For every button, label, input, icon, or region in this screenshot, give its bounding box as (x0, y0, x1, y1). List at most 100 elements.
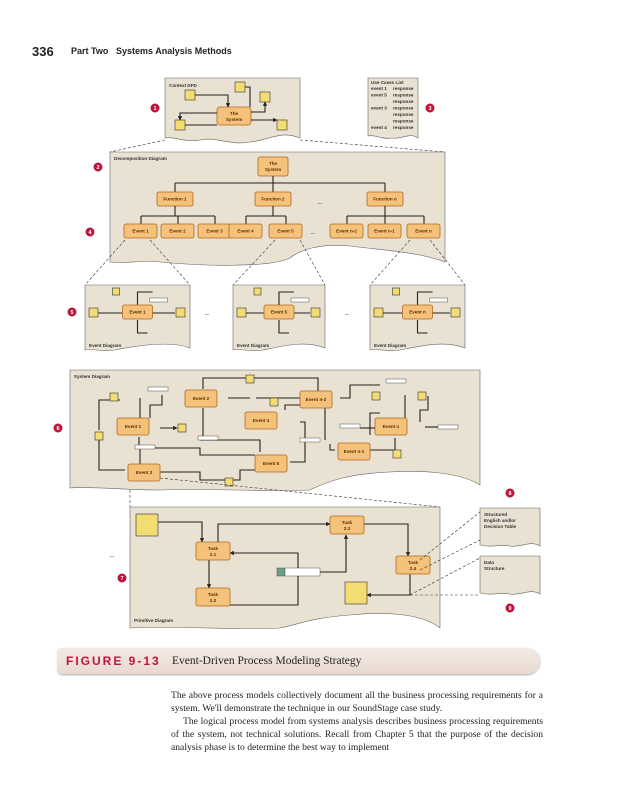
event-node: Event n (374, 417, 408, 436)
svg-text:Event 5: Event 5 (271, 310, 288, 315)
svg-text:The: The (230, 111, 239, 116)
event-node: Event 1 (116, 417, 150, 436)
figure-caption: FIGURE 9-13 Event-Driven Process Modelin… (58, 648, 540, 674)
svg-text:2.1: 2.1 (210, 552, 217, 557)
svg-text:Event 3: Event 3 (136, 470, 153, 475)
callout-marker: 4 (85, 227, 95, 237)
svg-text:...: ... (345, 311, 349, 316)
svg-text:7: 7 (120, 576, 123, 582)
event-driven-process-modeling-figure: Context DFD The System Use Cases List ev… (53, 77, 541, 629)
svg-text:Event 5: Event 5 (277, 229, 294, 234)
use-case-response: response (393, 106, 414, 111)
svg-text:8: 8 (508, 491, 511, 497)
svg-text:The: The (269, 161, 278, 166)
svg-text:Event n-2: Event n-2 (306, 397, 327, 402)
svg-text:1: 1 (153, 106, 156, 112)
svg-text:Event n-2: Event n-2 (336, 229, 357, 234)
svg-text:6: 6 (56, 426, 59, 432)
event-node: Event n (406, 223, 441, 239)
paragraph: The logical process model from systems a… (171, 716, 543, 753)
svg-text:Function 2: Function 2 (261, 197, 285, 202)
svg-text:Function n: Function n (373, 197, 397, 202)
use-case-response: response (393, 86, 414, 91)
event-node: Event 4 (244, 411, 278, 430)
svg-text:Task: Task (208, 546, 219, 551)
svg-text:Task: Task (208, 592, 219, 597)
svg-text:Event n: Event n (409, 310, 426, 315)
svg-text:Event 5: Event 5 (263, 461, 280, 466)
svg-text:Use Cases List: Use Cases List (371, 80, 404, 85)
use-case-event: event 1 (371, 86, 387, 91)
svg-text:3: 3 (428, 106, 431, 112)
event-node: Event n-2 (329, 223, 364, 239)
svg-text:Event n: Event n (383, 424, 400, 429)
svg-text:2.4: 2.4 (410, 566, 417, 571)
svg-text:Event 1: Event 1 (125, 424, 142, 429)
svg-text:English and/or: English and/or (484, 518, 516, 523)
svg-text:Event Diagram: Event Diagram (89, 343, 121, 348)
svg-text:Event 3: Event 3 (206, 229, 223, 234)
context-dfd-title: Context DFD (169, 83, 197, 88)
event-node: Event n-1 (367, 223, 402, 239)
callout-marker: 9 (505, 603, 515, 613)
use-case-event: event 4 (371, 125, 387, 130)
svg-text:5: 5 (70, 310, 73, 316)
callout-marker: 6 (53, 423, 63, 433)
event-node: Event 2 (160, 223, 195, 239)
use-case-event: event 5 (371, 93, 387, 98)
svg-text:Function 1: Function 1 (163, 197, 187, 202)
svg-text:Structured: Structured (484, 512, 507, 517)
svg-text:Event 4: Event 4 (253, 418, 270, 423)
svg-text:2.3: 2.3 (344, 526, 351, 531)
system-diagram-panel: System Diagram Event 1 (69, 369, 481, 491)
event-node: Event 5 (263, 304, 295, 320)
use-case-list-panel: Use Cases List event 1 response event 5 res… (367, 77, 419, 139)
structured-english-doc: Structured English and/or Decision Table (479, 507, 541, 547)
svg-text:Event 1: Event 1 (129, 310, 146, 315)
svg-text:Task: Task (408, 560, 419, 565)
event-node: Event 3 (197, 223, 232, 239)
svg-text:System Diagram: System Diagram (74, 374, 110, 379)
section-title: Systems Analysis Methods (116, 46, 232, 56)
data-structure-doc: Data Structure (479, 555, 541, 595)
callout-marker: 1 (150, 103, 160, 113)
svg-text:...: ... (205, 311, 209, 316)
svg-text:Structure: Structure (484, 566, 505, 571)
svg-text:System: System (226, 117, 242, 122)
svg-text:...: ... (311, 230, 315, 235)
primitive-diagram-panel: Primitive Diagram ... Task2.1Task2.2Task… (110, 506, 441, 629)
event-node: Event n-1 (337, 442, 371, 461)
svg-text:System: System (265, 167, 281, 172)
use-case-response: response (393, 112, 414, 117)
callout-marker: 3 (425, 103, 435, 113)
event-node: Event 5 (254, 454, 288, 473)
callout-marker: 5 (67, 307, 77, 317)
svg-text:Event n-1: Event n-1 (344, 449, 365, 454)
svg-text:Event 1: Event 1 (132, 229, 149, 234)
figure-number: FIGURE 9-13 (66, 654, 161, 668)
callout-marker: 2 (93, 162, 103, 172)
svg-text:Data: Data (484, 560, 494, 565)
svg-text:Event Diagram: Event Diagram (237, 343, 269, 348)
function-node: Function n (366, 191, 404, 207)
svg-text:Event 2: Event 2 (169, 229, 186, 234)
use-case-response: response (393, 119, 414, 124)
svg-text:...: ... (318, 200, 322, 205)
svg-text:...: ... (110, 553, 114, 558)
callout-marker: 7 (117, 573, 127, 583)
event-node: Event 2 (184, 389, 218, 408)
event-diagram-panel: Event Diagram Event 5 (232, 284, 326, 351)
use-case-response: response (393, 125, 414, 130)
use-case-event: event 3 (371, 106, 387, 111)
svg-text:Primitive Diagram: Primitive Diagram (134, 618, 173, 623)
event-node: Event 5 (268, 223, 303, 239)
event-node: Event 3 (127, 463, 161, 482)
paragraph: The above process models collectively do… (171, 690, 543, 714)
svg-text:Decomposition Diagram: Decomposition Diagram (114, 156, 167, 161)
svg-text:Decision Table: Decision Table (484, 524, 517, 529)
